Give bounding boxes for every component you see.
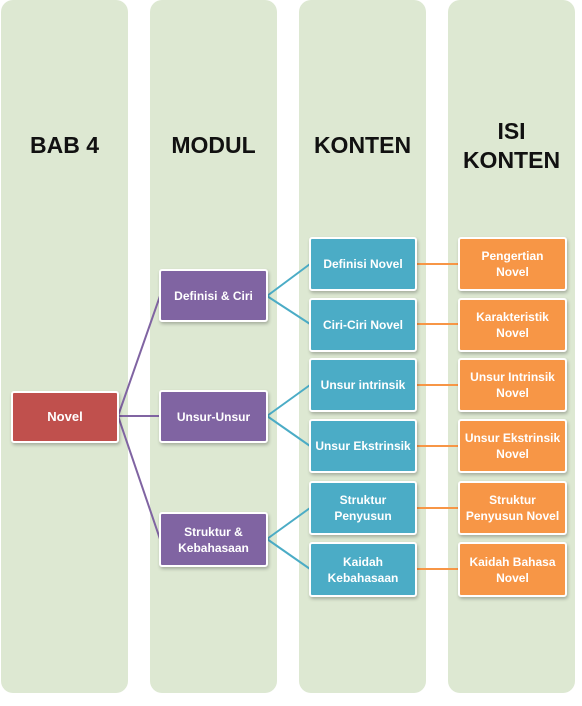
node-konten-unsur-intrinsik[interactable]: Unsur intrinsik — [309, 358, 417, 412]
link-novel-struktur — [117, 415, 161, 540]
column-title-isi-konten: ISI KONTEN — [462, 118, 561, 173]
link-definisi-konten2 — [266, 295, 311, 325]
node-isi-kaidah-bahasa-novel[interactable]: Kaidah Bahasa Novel — [458, 542, 567, 597]
column-title-modul: MODUL — [171, 132, 256, 158]
node-konten-struktur-penyusun[interactable]: Struktur Penyusun — [309, 481, 417, 535]
link-struktur-konten5 — [266, 507, 311, 540]
node-konten-kaidah-kebahasaan[interactable]: Kaidah Kebahasaan — [309, 542, 417, 597]
node-konten-definisi-novel[interactable]: Definisi Novel — [309, 237, 417, 291]
node-isi-karakteristik-novel[interactable]: Karakteristik Novel — [458, 298, 567, 352]
column-title-bab: BAB 4 — [29, 132, 99, 158]
node-isi-unsur-ekstrinsik-novel[interactable]: Unsur Ekstrinsik Novel — [458, 419, 567, 473]
node-isi-struktur-penyusun-novel[interactable]: Struktur Penyusun Novel — [458, 481, 567, 535]
link-unsur-konten3 — [266, 384, 311, 417]
node-novel[interactable]: Novel — [11, 391, 119, 443]
node-isi-pengertian-novel[interactable]: Pengertian Novel — [458, 237, 567, 291]
column-bab: BAB 4 — [1, 0, 128, 693]
node-konten-unsur-ekstrinsik[interactable]: Unsur Ekstrinsik — [309, 419, 417, 473]
link-novel-definisi — [117, 295, 161, 417]
node-modul-struktur-kebahasaan[interactable]: Struktur & Kebahasaan — [159, 512, 268, 567]
node-modul-definisi-ciri[interactable]: Definisi & Ciri — [159, 269, 268, 322]
node-konten-ciri-ciri-novel[interactable]: Ciri-Ciri Novel — [309, 298, 417, 352]
column-modul: MODUL — [150, 0, 277, 693]
node-modul-unsur-unsur[interactable]: Unsur-Unsur — [159, 390, 268, 443]
link-definisi-konten1 — [266, 263, 311, 297]
link-struktur-konten6 — [266, 538, 311, 570]
node-isi-unsur-intrinsik-novel[interactable]: Unsur Intrinsik Novel — [458, 358, 567, 412]
column-title-konten: KONTEN — [313, 132, 412, 158]
link-unsur-konten4 — [266, 415, 311, 447]
